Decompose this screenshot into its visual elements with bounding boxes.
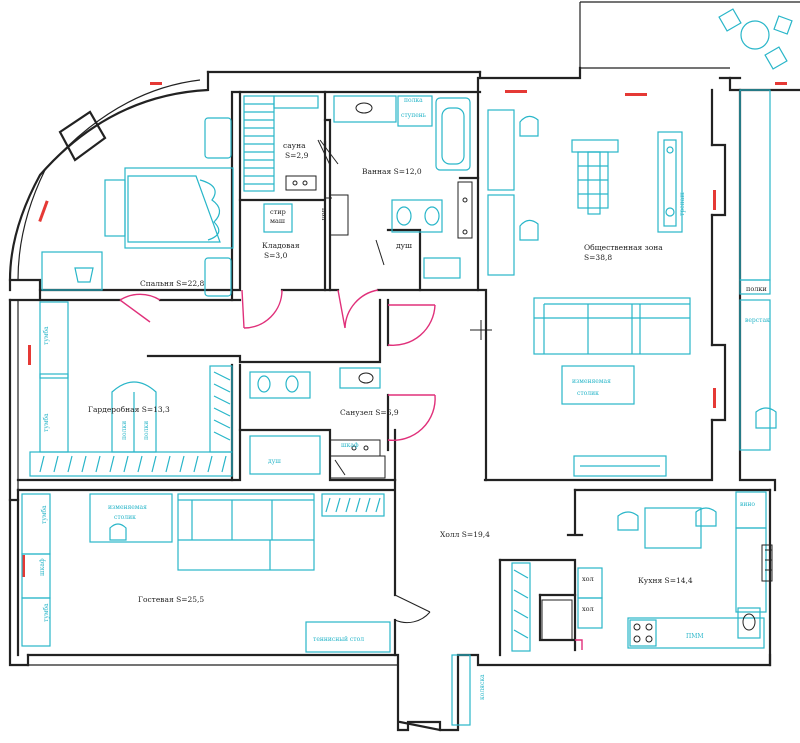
door-storage bbox=[241, 289, 283, 329]
public-label: Общественная зона bbox=[584, 243, 663, 252]
tennis-label: теннисный стол bbox=[313, 636, 364, 643]
bath-shelf-label: полка bbox=[404, 97, 423, 104]
stroller-label: коляска bbox=[479, 674, 486, 700]
door-bedroom bbox=[119, 293, 161, 323]
sauna-area: S=2,9 bbox=[285, 151, 309, 160]
storage-room bbox=[263, 194, 349, 236]
washer-label-2: маш bbox=[270, 217, 285, 225]
heater bbox=[625, 93, 647, 96]
guest-tumba-2: тумба bbox=[43, 603, 50, 622]
heater bbox=[505, 90, 527, 93]
bedroom bbox=[41, 117, 234, 297]
storage-label: Кладовая bbox=[262, 241, 300, 250]
door-kitchen bbox=[575, 639, 583, 650]
public-desk-label-1: изменяемая bbox=[572, 378, 611, 385]
wc-shower-label: душ bbox=[268, 458, 281, 465]
storage-area: S=3,0 bbox=[264, 251, 288, 260]
treadmill bbox=[657, 131, 683, 233]
guest-cabinet: шкаф bbox=[39, 558, 46, 576]
guest-desk-label-2: столик bbox=[114, 514, 136, 521]
balcony-furniture bbox=[718, 8, 793, 70]
heater bbox=[775, 82, 787, 85]
tv-stand bbox=[573, 455, 667, 477]
sauna-room bbox=[243, 95, 331, 192]
wc-cabinet-label: шкаф bbox=[341, 442, 359, 449]
heater bbox=[713, 388, 716, 408]
hall-label: Холл S=19,4 bbox=[440, 530, 490, 539]
wc-label: Санузел S=6,9 bbox=[340, 408, 399, 417]
workbench-label: верстак bbox=[745, 317, 770, 324]
wardrobe-shelf-2: полки bbox=[143, 421, 150, 440]
kitchen-label: Кухня S=14,4 bbox=[638, 576, 693, 585]
door-wc bbox=[387, 394, 436, 442]
shower-label: душ bbox=[396, 241, 412, 250]
dishwasher-label: ПММ bbox=[686, 633, 704, 640]
treadmill-label: тренаж bbox=[679, 192, 686, 216]
bedroom-label: Спальня S=22,8 bbox=[140, 279, 205, 288]
heater bbox=[22, 555, 25, 577]
bathroom bbox=[319, 95, 473, 279]
folding-table-public bbox=[561, 365, 635, 405]
sauna-label: сауна bbox=[283, 141, 306, 150]
guest-label: Гостевая S=25,5 bbox=[138, 595, 204, 604]
kitchen bbox=[577, 491, 773, 649]
guest-room bbox=[21, 493, 391, 653]
guest-tumba-1: тумба bbox=[41, 505, 48, 524]
wardrobe bbox=[29, 301, 233, 477]
tennis-table bbox=[305, 621, 391, 653]
balcony-shelves-label: полки bbox=[746, 285, 767, 293]
guest-desk-label-1: изменяемая bbox=[108, 504, 147, 511]
heater bbox=[713, 190, 716, 210]
wardrobe-tumba-2: тумба bbox=[43, 413, 50, 432]
wc-room bbox=[249, 367, 386, 479]
heaters bbox=[22, 82, 787, 577]
washer-label-1: стир bbox=[270, 208, 286, 216]
guest-sofa bbox=[177, 493, 315, 571]
doors bbox=[119, 289, 583, 650]
kitchen-table bbox=[644, 507, 702, 549]
wardrobe-label: Гардеробная S=13,3 bbox=[88, 405, 170, 414]
public-zone bbox=[487, 89, 777, 477]
bath-step-label: ступень bbox=[401, 112, 427, 119]
fridge-label-1: хол bbox=[582, 575, 594, 583]
wardrobe-tumba-1: тумба bbox=[43, 326, 50, 345]
public-desk-label-2: столик bbox=[577, 390, 599, 397]
hall bbox=[451, 320, 573, 726]
bath-label: Ванная S=12,0 bbox=[362, 167, 422, 176]
wine-label: вино bbox=[740, 501, 755, 508]
door-guest bbox=[394, 594, 431, 624]
wardrobe-shelf-1: полки bbox=[121, 421, 128, 440]
heater bbox=[38, 200, 49, 223]
public-area: S=38,8 bbox=[584, 253, 612, 262]
exercise-machine bbox=[571, 139, 619, 215]
rail-label: пол bbox=[320, 208, 328, 220]
heater bbox=[28, 345, 31, 365]
sofa bbox=[533, 297, 691, 355]
door-bath bbox=[337, 289, 379, 329]
fridge-label-2: хол bbox=[582, 605, 594, 613]
heater bbox=[150, 82, 162, 85]
door-public bbox=[387, 304, 436, 347]
